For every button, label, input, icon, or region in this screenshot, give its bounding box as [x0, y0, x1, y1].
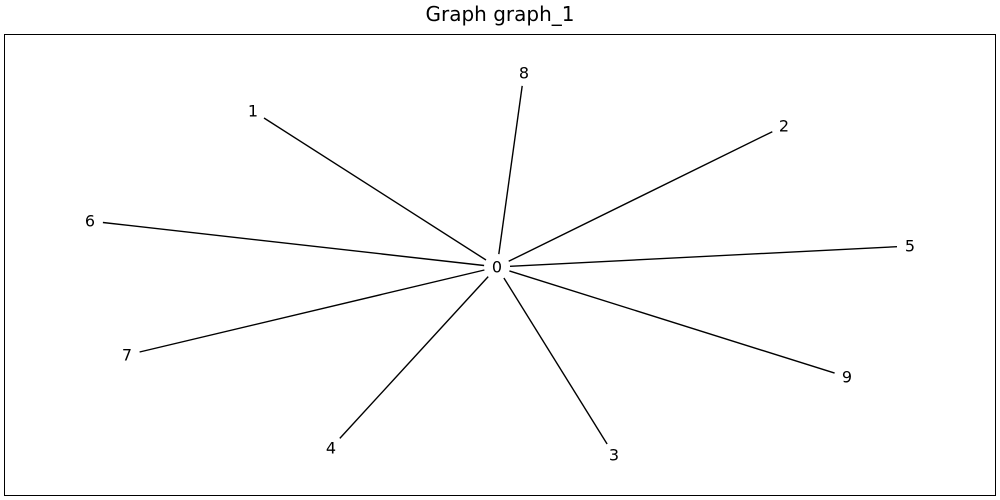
edge-0-3	[503, 277, 608, 445]
node-label-2: 2	[779, 117, 789, 136]
edge-0-8	[498, 85, 523, 255]
edge-0-7	[139, 269, 485, 353]
nodes-layer: 0 1 2 3 4 5 6 7 8 9	[85, 64, 915, 465]
node-label-0: 0	[492, 258, 502, 277]
edge-0-5	[509, 246, 898, 267]
graph-frame	[4, 34, 996, 496]
node-label-1: 1	[248, 102, 258, 121]
edge-0-9	[509, 270, 835, 374]
node-label-7: 7	[122, 346, 132, 365]
node-label-9: 9	[842, 368, 852, 387]
node-label-4: 4	[326, 439, 336, 458]
edge-0-4	[339, 276, 489, 439]
edge-0-2	[508, 131, 773, 262]
graph-title: Graph graph_1	[425, 2, 575, 26]
node-label-8: 8	[519, 64, 529, 83]
node-label-5: 5	[905, 237, 915, 256]
edge-0-6	[102, 221, 485, 267]
edges-layer	[102, 85, 898, 445]
edge-0-1	[263, 117, 487, 261]
node-label-6: 6	[85, 212, 95, 231]
node-label-3: 3	[609, 446, 619, 465]
